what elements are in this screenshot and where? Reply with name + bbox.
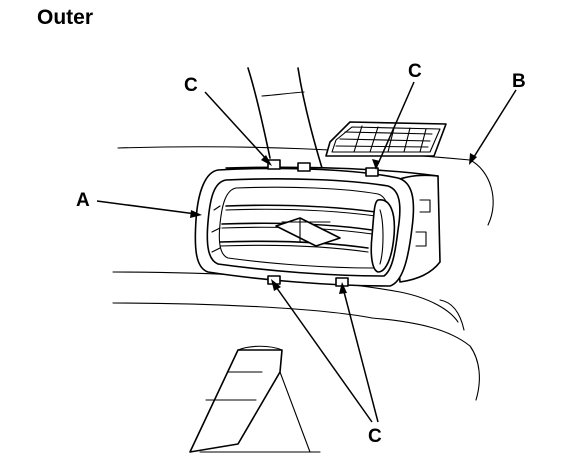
defroster-grille bbox=[325, 121, 447, 157]
callout-a: A bbox=[76, 190, 90, 211]
leader-c-top-left bbox=[204, 91, 269, 162]
leader-c-bottom-left bbox=[273, 283, 373, 423]
leader-c-bottom-right bbox=[342, 287, 379, 423]
louver-knob bbox=[275, 217, 341, 247]
callout-c-bottom: C bbox=[368, 426, 382, 447]
leader-b bbox=[471, 89, 517, 161]
lower-compartment bbox=[189, 345, 321, 453]
leader-c-top-right bbox=[377, 81, 415, 165]
leader-lines bbox=[96, 81, 517, 423]
page-title: Outer bbox=[37, 6, 94, 29]
callout-b: B bbox=[512, 71, 526, 92]
leader-a bbox=[96, 200, 197, 215]
side-thumbwheel bbox=[370, 199, 396, 273]
callout-c-top-left: C bbox=[184, 75, 198, 96]
pillar-trim bbox=[247, 67, 323, 169]
callout-c-top-right: C bbox=[408, 61, 422, 82]
